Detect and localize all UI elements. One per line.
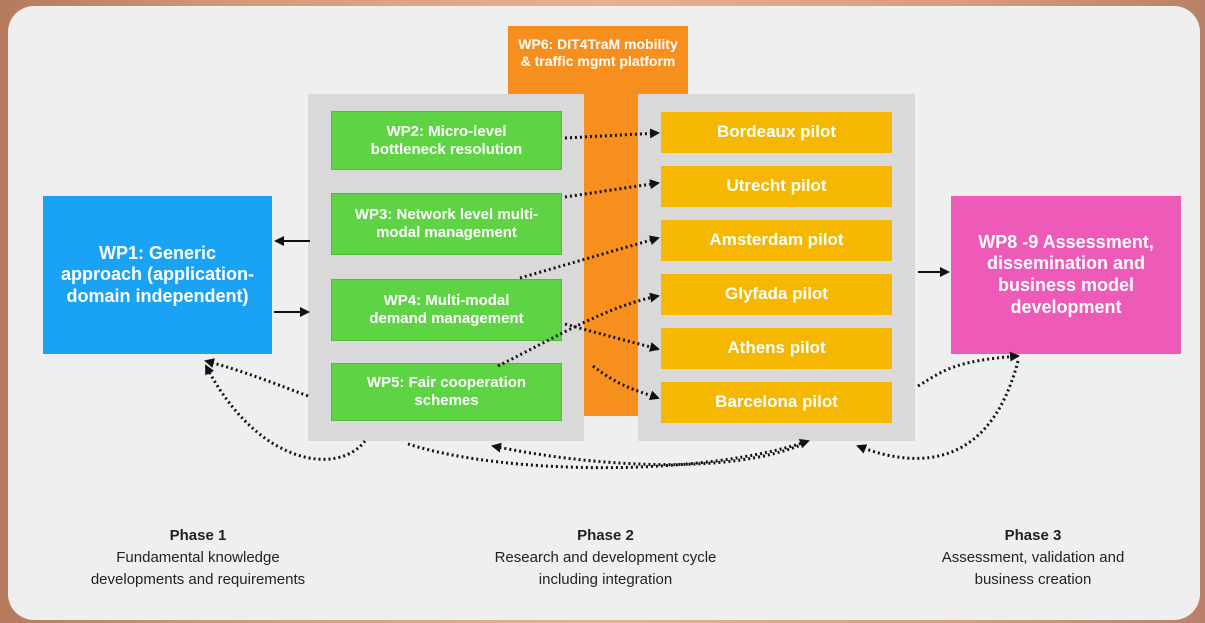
phase-2-line2: including integration — [538, 570, 673, 588]
arrow-wp3-utrecht — [564, 179, 660, 199]
phase-3-line2: business creation — [974, 570, 1092, 588]
wp89-box: WP8 -9 Assessment, dissemination and bus… — [951, 196, 1181, 354]
arrow-wp5-glyfada — [497, 292, 660, 368]
arrow-wp5-barcelona — [592, 364, 660, 401]
wp3-label-line1: WP3: Network level multi- — [354, 206, 539, 223]
phase-2-title: Phase 2 — [577, 527, 634, 544]
wp1-box: WP1: Generic approach (application- doma… — [43, 196, 272, 354]
wp89-label-line1: WP8 -9 Assessment, — [978, 231, 1154, 252]
pilot-glyfada: Glyfada pilot — [661, 274, 892, 315]
diagram-card: WP6: DIT4TraM mobility & traffic mgmt pl… — [8, 6, 1200, 620]
phase-1-line2: developments and requirements — [90, 570, 306, 588]
wp89-label-line4: development — [1010, 296, 1122, 317]
pilot-athens: Athens pilot — [661, 328, 892, 369]
arrow-panel-to-wp1 — [204, 358, 309, 398]
pilot-label: Utrecht pilot — [726, 176, 827, 196]
wp6-label-line2: & traffic mgmt platform — [520, 52, 676, 69]
wp4-box: WP4: Multi-modal demand management — [331, 279, 562, 341]
pilot-utrecht: Utrecht pilot — [661, 166, 892, 207]
wp5-label-line1: WP5: Fair cooperation — [366, 374, 527, 391]
wp6-label-line1: WP6: DIT4TraM mobility — [518, 36, 678, 52]
arrow-loop-phase3 — [856, 360, 1020, 460]
phase-1-title: Phase 1 — [169, 527, 227, 544]
wp4-label-line1: WP4: Multi-modal — [383, 292, 510, 309]
wp2-box: WP2: Micro-level bottleneck resolution — [331, 111, 562, 170]
phase-1-line1: Fundamental knowledge — [116, 548, 280, 566]
wp89-label-line2: dissemination and — [986, 253, 1146, 274]
phase-3-title: Phase 3 — [1004, 527, 1062, 544]
wp2-label-line2: bottleneck resolution — [370, 140, 523, 158]
phase-1: Phase 1 Fundamental knowledge developmen… — [58, 525, 338, 590]
wp1-label-line1: WP1: Generic — [98, 242, 217, 263]
pilot-bordeaux: Bordeaux pilot — [661, 112, 892, 153]
wp5-box: WP5: Fair cooperation schemes — [331, 363, 562, 421]
wp3-label-line2: modal management — [376, 224, 517, 241]
pilot-label: Amsterdam pilot — [709, 230, 844, 250]
pilot-amsterdam: Amsterdam pilot — [661, 220, 892, 261]
phase-2-line1: Research and development cycle — [494, 548, 717, 566]
wp3-box: WP3: Network level multi- modal manageme… — [331, 193, 562, 255]
pilot-label: Glyfada pilot — [725, 284, 828, 304]
pilot-barcelona: Barcelona pilot — [661, 382, 892, 423]
phase-3-line1: Assessment, validation and — [941, 548, 1125, 566]
arrow-wp2-bordeaux — [564, 128, 660, 140]
connector-arrows — [204, 128, 1020, 470]
arrow-wp4-athens — [564, 322, 660, 352]
wp89-label-line3: business model — [997, 275, 1135, 295]
pilot-label: Bordeaux pilot — [716, 122, 836, 142]
wp4-label-line2: demand management — [369, 310, 524, 327]
pilot-label: Barcelona pilot — [715, 392, 838, 412]
phase-2: Phase 2 Research and development cycle i… — [453, 525, 758, 590]
arrow-loop-phase2b — [407, 438, 810, 470]
wp2-label-line1: WP2: Micro-level — [386, 122, 507, 140]
wp1-label-line2: approach (application- — [60, 264, 255, 285]
arrow-loop-phase1 — [204, 364, 367, 461]
arrow-wp4-amsterdam — [519, 235, 660, 280]
wp1-label-line3: domain independent) — [66, 285, 249, 306]
arrow-wp8-to-panel — [917, 351, 1020, 388]
pilot-label: Athens pilot — [727, 338, 826, 358]
phase-3: Phase 3 Assessment, validation and busin… — [898, 525, 1168, 590]
wp5-label-line2: schemes — [414, 392, 479, 409]
